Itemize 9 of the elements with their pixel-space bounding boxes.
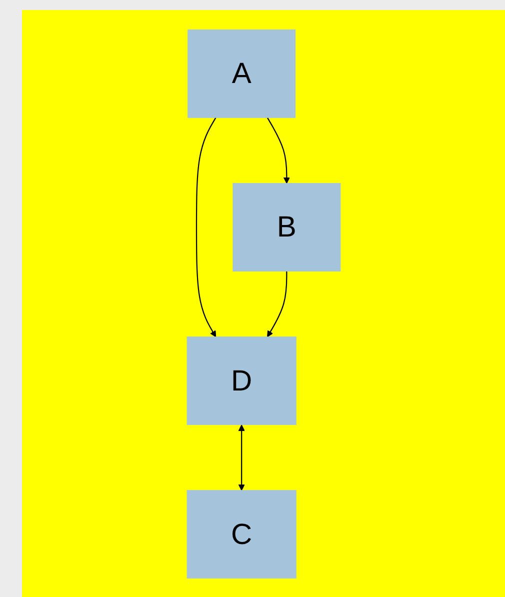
diagram-background: A C B D (22, 10, 505, 597)
node-box (187, 28, 296, 118)
arrow (266, 116, 290, 184)
arrow (266, 270, 287, 337)
node-box (186, 490, 296, 578)
arrow (196, 116, 216, 337)
arrow (238, 424, 245, 490)
node-box (232, 182, 340, 271)
node-box (186, 336, 296, 424)
